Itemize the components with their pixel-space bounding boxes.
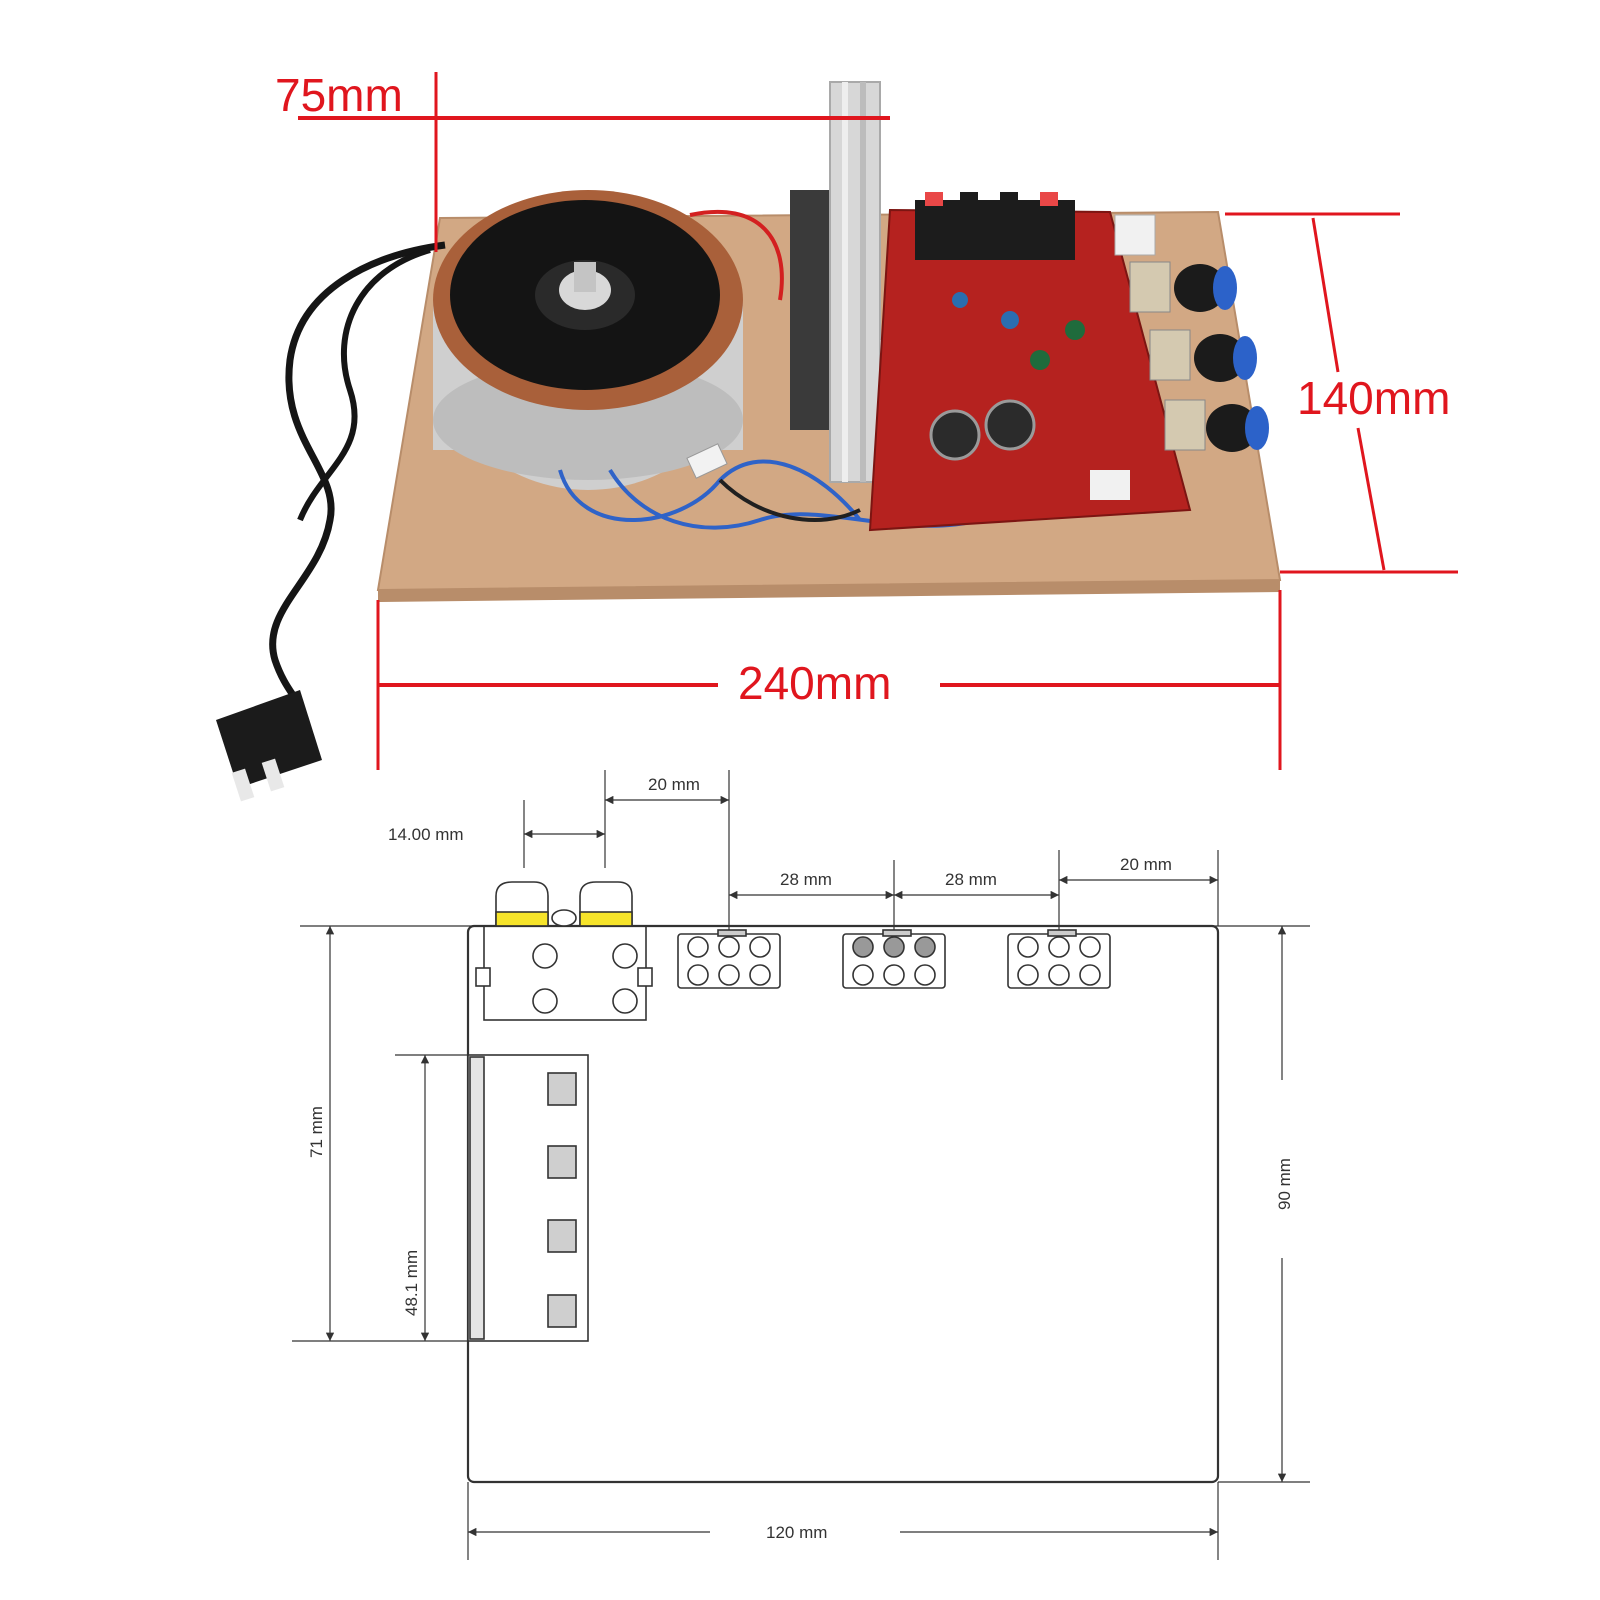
- connector-1: [677, 929, 781, 989]
- height-right-label: 90 mm: [1275, 1158, 1294, 1210]
- height-label: 75mm: [275, 69, 403, 121]
- depth-label: 140mm: [1297, 372, 1450, 424]
- width-label-drawing: 120 mm: [766, 1523, 827, 1542]
- power-plug: [216, 690, 322, 802]
- heatsink-label: 48.1 mm: [402, 1250, 421, 1316]
- red-wire: [689, 209, 784, 301]
- black-wire: [718, 478, 861, 522]
- gap-2-label: 28 mm: [945, 870, 997, 889]
- last-to-edge-label: 20 mm: [1120, 855, 1172, 874]
- amplifier-photo: [216, 81, 1282, 802]
- drawing-dimension-lines: [292, 770, 1310, 1560]
- power-cord-loop: [297, 247, 431, 522]
- potentiometer-row: [1129, 261, 1269, 452]
- connector-2: [842, 929, 946, 989]
- rca-to-first-label: 20 mm: [648, 775, 700, 794]
- gap-1-label: 28 mm: [780, 870, 832, 889]
- connector-3: [1007, 929, 1111, 989]
- width-label: 240mm: [738, 657, 891, 709]
- drawing-labels: 14.00 mm 20 mm 28 mm 28 mm 20 mm 71 mm 4…: [307, 775, 1294, 1542]
- wire-connector: [686, 443, 728, 479]
- depth-dim-line-upper: [1311, 217, 1340, 373]
- toroidal-transformer: [433, 190, 743, 490]
- wooden-base-edge: [378, 580, 1280, 602]
- rca-spacing-label: 14.00 mm: [388, 825, 464, 844]
- power-cord: [269, 241, 446, 711]
- rca-input-block: [475, 881, 653, 1021]
- board-drawing: [292, 770, 1310, 1560]
- circuit-board: [868, 192, 1192, 532]
- height-left-label: 71 mm: [307, 1106, 326, 1158]
- heatsink-module: [467, 1054, 589, 1342]
- depth-dim-line-lower: [1356, 427, 1386, 571]
- photo-dimensions: 75mm 140mm 240mm: [275, 69, 1458, 770]
